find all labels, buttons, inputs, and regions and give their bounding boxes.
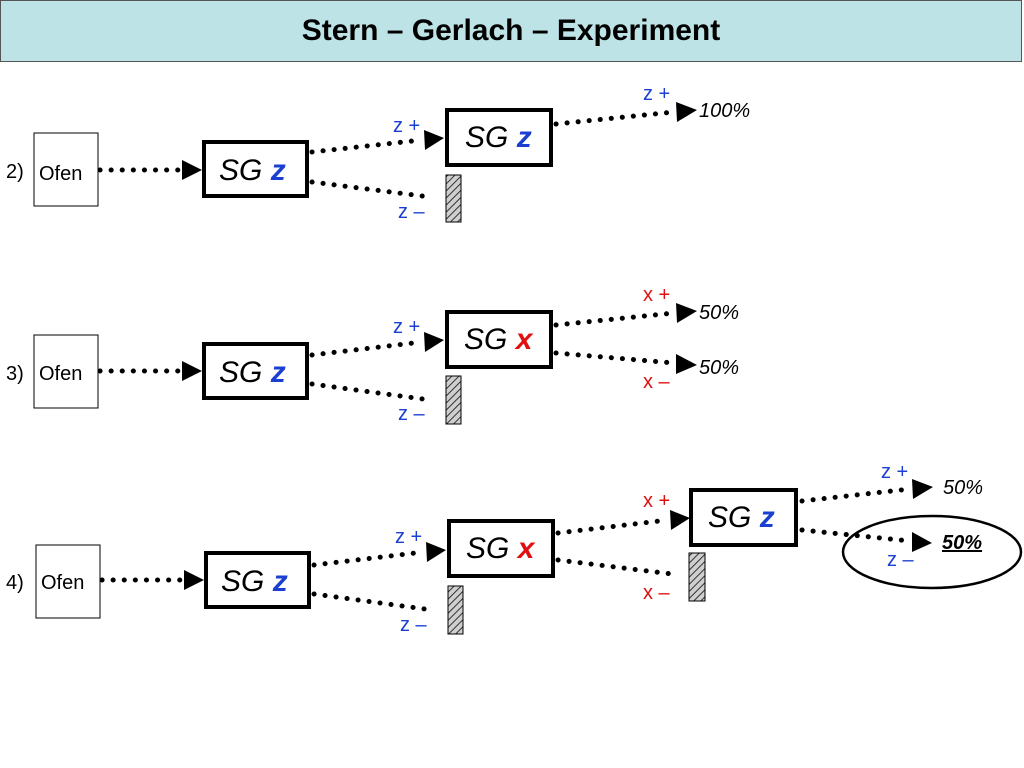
beam-up (309, 137, 425, 155)
beam-stop (688, 552, 706, 602)
arrow-head (424, 130, 444, 150)
sg-magnet-3 (689, 488, 798, 547)
beam-down (309, 179, 433, 200)
oven-label: Ofen (41, 572, 84, 594)
sg-magnet-1-label: SG z (219, 356, 286, 389)
sg-magnet-1 (204, 551, 311, 609)
arrow-head (182, 160, 202, 180)
beam-stop (447, 585, 464, 635)
sg-magnet-2 (445, 108, 553, 167)
sg-magnet-3-label: SG z (708, 501, 775, 534)
arrow-head (424, 332, 444, 352)
percentage-down: 50% (699, 357, 739, 379)
percentage-up: 100% (699, 100, 750, 122)
sg-magnet-2-label: SG x (464, 323, 534, 356)
beam-down-label: x – (643, 582, 671, 604)
highlight-ellipse (841, 514, 1023, 590)
beam-down (799, 527, 913, 544)
arrow-head (670, 510, 690, 530)
title-bar: Stern – Gerlach – Experiment (0, 0, 1022, 62)
row-3: 3) Ofen SG z z + z – SG x x + 50% x – 50… (6, 284, 739, 425)
arrow-head (676, 354, 697, 374)
row-label: 4) (6, 572, 24, 594)
oven-label: Ofen (39, 163, 82, 185)
beam-down-label: z – (398, 201, 426, 223)
beam-up (311, 549, 427, 568)
beam-up (309, 339, 425, 358)
sg-magnet-1-label: SG z (219, 154, 286, 187)
sg-magnet-1-label: SG z (221, 565, 288, 598)
beam-down-label: z – (400, 614, 428, 636)
page-title: Stern – Gerlach – Experiment (301, 14, 721, 47)
row-label: 3) (6, 363, 24, 385)
sg-magnet-2-label: SG z (465, 121, 532, 154)
sg-magnet-1 (202, 140, 309, 198)
beam-stop (445, 174, 462, 223)
beam-down-label: x – (643, 371, 671, 393)
beam-up-label: z + (393, 115, 420, 137)
beam-down (555, 557, 675, 577)
sg-magnet-2 (445, 310, 553, 369)
arrow-head (184, 570, 204, 590)
arrow-head (182, 361, 202, 381)
arrow-head (426, 542, 446, 562)
arrow-head (676, 303, 697, 323)
percentage-up: 50% (943, 477, 983, 499)
beam-up-label: x + (643, 490, 670, 512)
beam-up-label: z + (395, 526, 422, 548)
oven-box (35, 544, 101, 619)
sg-magnet-2-label: SG x (466, 532, 536, 565)
beam-up (799, 486, 913, 504)
percentage-down: 50% (942, 532, 982, 554)
oven-box (33, 132, 99, 207)
beam-up-label: z + (881, 461, 908, 483)
arrow-head (676, 102, 697, 122)
beam-down (311, 591, 435, 613)
arrow-head (912, 532, 932, 552)
beam-up (553, 310, 677, 328)
beam-up-label: z + (643, 83, 670, 105)
arrow-head (912, 479, 933, 499)
beam-down (553, 350, 677, 366)
row-2: 2) Ofen SG z z + z – SG z z + 100% (6, 83, 750, 223)
row-4: 4) Ofen SG z z + z – SG x x + x – SG z z… (6, 461, 1023, 636)
beam-down-label: z – (398, 403, 426, 425)
beam-down (309, 381, 433, 403)
beam-up-label: z + (393, 316, 420, 338)
sg-magnet-2 (447, 519, 555, 578)
beam-up (553, 109, 677, 127)
beam-up (555, 517, 671, 536)
beam-down-label: z – (887, 549, 915, 571)
oven-label: Ofen (39, 363, 82, 385)
row-label: 2) (6, 161, 24, 183)
beam-stop (445, 375, 462, 425)
percentage-up: 50% (699, 302, 739, 324)
sg-magnet-1 (202, 342, 309, 400)
beam-up-label: x + (643, 284, 670, 306)
